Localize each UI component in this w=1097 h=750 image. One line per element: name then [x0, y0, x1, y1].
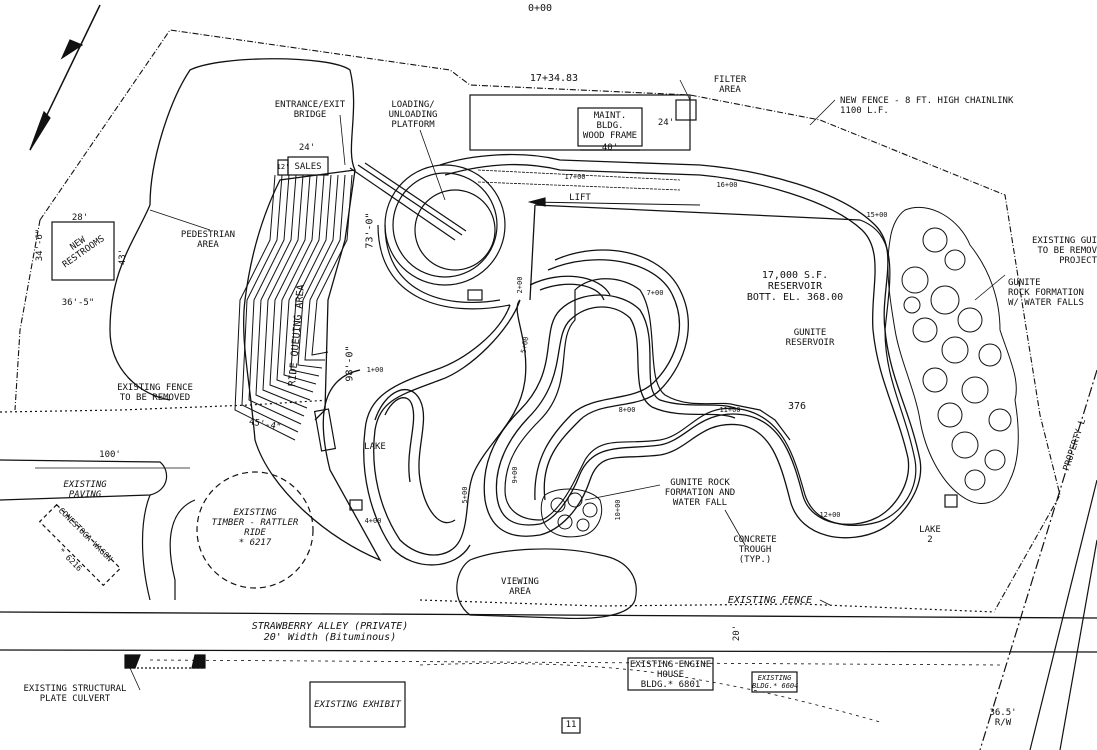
station-16-label: 16+00: [716, 181, 738, 189]
maint-bldg-label: MAINT.BLDG.WOOD FRAME: [582, 111, 638, 141]
station-8-label: 8+00: [618, 406, 636, 414]
dim-98-label: 98'-0": [344, 345, 356, 382]
station-1-label: 1+00: [366, 366, 384, 374]
entrance-bridge: [349, 162, 467, 241]
pedestrian-area-outline: [149, 58, 382, 562]
station-start-label: 0+00: [527, 3, 553, 14]
dim-20-label: 20': [732, 624, 742, 642]
dim-24-sales-label: 24': [298, 143, 316, 153]
dim-40-label: 40': [601, 143, 619, 153]
lift-label: LIFT: [569, 193, 591, 203]
sheet-number-box: [561, 717, 581, 734]
station-end-label: 17+34.83: [529, 73, 579, 84]
dim-28-label: 28': [71, 213, 89, 223]
existing-fence-south-label: EXISTING FENCE: [727, 595, 813, 606]
dim-36-5-rw-label: 36.5'R/W: [989, 708, 1017, 728]
dim-376-label: 376: [787, 401, 807, 412]
north-arrow-icon: [29, 4, 101, 151]
strawberry-alley-label: STRAWBERRY ALLEY (PRIVATE)20' Width (Bit…: [251, 621, 409, 643]
sales-label: SALES: [294, 162, 322, 172]
property-line: [979, 369, 1097, 750]
station-15-label: 15+00: [866, 211, 888, 219]
dim-12-label: 12': [276, 163, 290, 171]
dim-36-5-label: 36'-5": [61, 298, 95, 308]
existing-paving: [0, 459, 196, 601]
track-station-ticks: [477, 169, 681, 191]
station-17-label: 17+00: [564, 173, 586, 181]
gunite-rock-small: [540, 488, 603, 538]
viewing-area-outline: [456, 548, 637, 619]
dim-24-maint-label: 24': [657, 118, 675, 128]
strawberry-alley: [0, 611, 1097, 653]
timber-rattler-ride: [196, 471, 314, 589]
culvert-markers: [124, 654, 206, 669]
gunite-rock-formation: [887, 206, 1019, 504]
lake1-label: LAKE: [364, 442, 386, 452]
existing-exhibit-box: [309, 681, 406, 728]
station-12-label: 12+00: [819, 511, 841, 519]
station-4-label: 4+00: [364, 517, 382, 525]
station-5b-label: 5+00: [461, 486, 469, 504]
new-chainlink-fence: [14, 29, 1061, 611]
bldg-6604-box: [751, 671, 798, 693]
sheet-number-label: 11: [565, 720, 577, 730]
existing-fence-line: [0, 399, 996, 613]
dim-43-label: 43': [118, 248, 128, 266]
station-2-label: 2+00: [516, 276, 524, 294]
maint-building: [469, 94, 697, 151]
station-10-label: 10+00: [614, 499, 622, 521]
existing-exhibit-label: EXISTING EXHIBIT: [314, 700, 401, 710]
dim-34-6-label: 34'-6": [35, 228, 45, 262]
new-restrooms-building: [51, 221, 115, 281]
loading-platform: [377, 164, 511, 310]
station-11-label: 11+00: [719, 406, 741, 414]
lift-line: [529, 201, 701, 206]
dim-73-label: 73'-0": [364, 212, 376, 249]
dim-100-label: 100': [99, 450, 121, 460]
railroad-track: [149, 659, 1001, 723]
station-7-label: 7+00: [646, 289, 664, 297]
station-9-label: 9+00: [511, 466, 519, 484]
engine-house-box: [627, 657, 714, 691]
reservoir-boundary: [504, 204, 917, 526]
